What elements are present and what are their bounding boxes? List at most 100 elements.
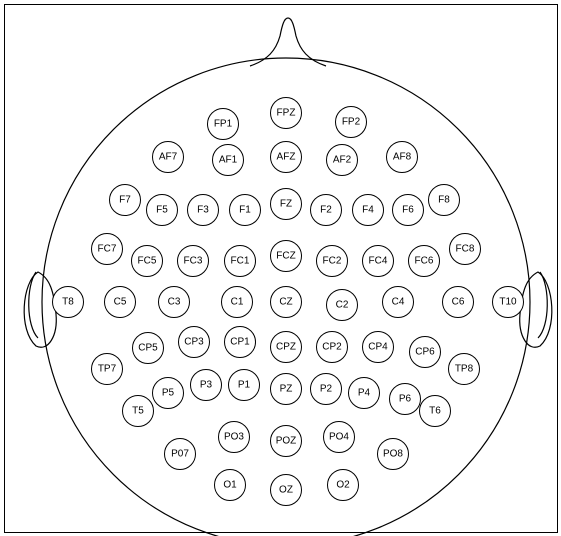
electrode-label-f1: F1 <box>239 205 251 216</box>
electrode-label-fc2: FC2 <box>323 256 342 267</box>
electrode-label-t10: T10 <box>499 297 517 308</box>
electrode-label-fz: FZ <box>280 199 292 210</box>
electrode-cp5: CP5 <box>133 333 164 364</box>
electrode-label-fc5: FC5 <box>138 256 157 267</box>
electrode-label-f2: F2 <box>320 205 332 216</box>
electrode-label-c5: C5 <box>114 297 127 308</box>
electrode-af2: AF2 <box>327 145 358 176</box>
electrode-label-p6: P6 <box>399 394 412 405</box>
electrode-label-f3: F3 <box>197 205 209 216</box>
electrode-afz: AFZ <box>271 142 302 173</box>
electrode-label-fp1: FP1 <box>214 119 233 130</box>
electrode-oz: OZ <box>271 475 302 506</box>
electrode-p2: P2 <box>311 374 342 405</box>
electrode-fc8: FC8 <box>450 234 481 265</box>
electrode-cp1: CP1 <box>225 327 256 358</box>
electrode-label-poz: POZ <box>276 436 297 447</box>
electrode-label-pz: PZ <box>280 384 293 395</box>
electrode-label-tp8: TP8 <box>455 364 474 375</box>
electrode-fp1: FP1 <box>208 109 239 140</box>
electrode-fz: FZ <box>271 189 302 220</box>
electrode-label-cz: CZ <box>279 297 292 308</box>
electrode-p3: P3 <box>191 370 222 401</box>
electrode-c5: C5 <box>105 287 136 318</box>
electrode-fc6: FC6 <box>409 246 440 277</box>
electrode-t6: T6 <box>420 396 451 427</box>
electrode-fc3: FC3 <box>178 246 209 277</box>
electrode-label-fpz: FPZ <box>277 108 296 119</box>
electrode-label-p2: P2 <box>320 384 333 395</box>
electrode-p5: P5 <box>153 378 184 409</box>
electrode-label-fc8: FC8 <box>456 244 475 255</box>
electrode-label-o1: O1 <box>223 480 237 491</box>
electrode-label-afz: AFZ <box>277 152 296 163</box>
electrode-label-af2: AF2 <box>333 155 352 166</box>
electrode-c3: C3 <box>159 287 190 318</box>
electrode-label-cp6: CP6 <box>415 347 435 358</box>
electrode-cp6: CP6 <box>410 337 441 368</box>
electrode-label-f7: F7 <box>119 195 131 206</box>
electrode-af8: AF8 <box>387 142 418 173</box>
electrode-f4: F4 <box>353 195 384 226</box>
electrode-af7: AF7 <box>153 142 184 173</box>
electrode-label-af1: AF1 <box>219 155 238 166</box>
electrode-c1: C1 <box>222 287 253 318</box>
electrode-tp7: TP7 <box>92 354 123 385</box>
electrode-label-tp7: TP7 <box>98 364 117 375</box>
electrode-c6: C6 <box>443 287 474 318</box>
electrode-label-po8: PO8 <box>383 449 403 460</box>
electrode-label-fc3: FC3 <box>184 256 203 267</box>
electrode-label-oz: OZ <box>279 485 293 496</box>
electrode-af1: AF1 <box>213 145 244 176</box>
electrode-fp2: FP2 <box>336 107 367 138</box>
electrode-fc1: FC1 <box>225 246 256 277</box>
electrode-label-cpz: CPZ <box>276 342 296 353</box>
electrode-p07: P07 <box>165 439 196 470</box>
electrode-label-cp2: CP2 <box>322 342 342 353</box>
electrode-poz: POZ <box>271 426 302 457</box>
electrode-label-f5: F5 <box>156 205 168 216</box>
electrode-label-t8: T8 <box>62 297 74 308</box>
electrode-cp2: CP2 <box>317 332 348 363</box>
electrode-label-cp4: CP4 <box>368 342 388 353</box>
electrode-c4: C4 <box>383 287 414 318</box>
electrode-label-po4: PO4 <box>329 432 349 443</box>
electrode-fc2: FC2 <box>317 246 348 277</box>
electrode-f2: F2 <box>311 195 342 226</box>
electrode-cz: CZ <box>271 287 302 318</box>
electrode-po3: PO3 <box>219 422 250 453</box>
electrode-label-c4: C4 <box>392 297 405 308</box>
electrode-f7: F7 <box>110 185 141 216</box>
electrode-label-p1: P1 <box>238 380 251 391</box>
electrode-label-fcz: FCZ <box>276 251 295 262</box>
electrode-fcz: FCZ <box>271 241 302 272</box>
electrode-label-c2: C2 <box>336 300 349 311</box>
electrode-label-f4: F4 <box>362 205 374 216</box>
electrode-fc5: FC5 <box>132 246 163 277</box>
electrode-label-cp5: CP5 <box>138 343 158 354</box>
electrode-label-p4: P4 <box>358 388 371 399</box>
electrode-label-t6: T6 <box>429 406 441 417</box>
electrode-c2: C2 <box>327 290 358 321</box>
electrode-label-p5: P5 <box>162 388 175 399</box>
electrode-label-po3: PO3 <box>224 432 244 443</box>
electrode-po8: PO8 <box>378 439 409 470</box>
electrode-label-c6: C6 <box>452 297 465 308</box>
electrode-label-f6: F6 <box>402 205 414 216</box>
electrode-label-cp3: CP3 <box>184 337 204 348</box>
electrode-label-af8: AF8 <box>393 152 412 163</box>
electrode-o2: O2 <box>328 470 359 501</box>
electrode-label-fc4: FC4 <box>369 256 388 267</box>
electrode-label-fc7: FC7 <box>98 244 117 255</box>
electrode-t8: T8 <box>53 287 84 318</box>
electrode-f3: F3 <box>188 195 219 226</box>
electrode-fc4: FC4 <box>363 246 394 277</box>
electrode-label-cp1: CP1 <box>230 337 250 348</box>
electrode-label-o2: O2 <box>336 480 350 491</box>
electrode-p4: P4 <box>349 378 380 409</box>
electrode-cpz: CPZ <box>271 332 302 363</box>
electrode-fpz: FPZ <box>271 98 302 129</box>
